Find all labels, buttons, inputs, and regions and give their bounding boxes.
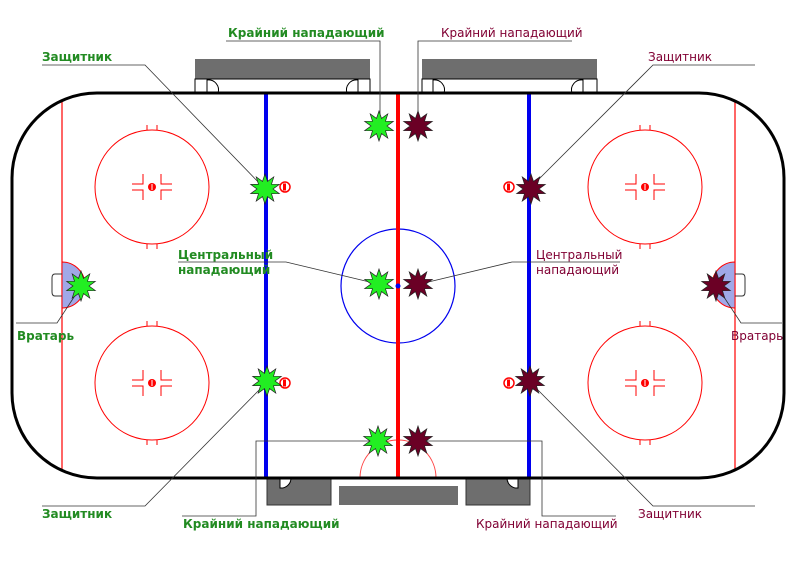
label-home-defender-top: Защитник	[42, 50, 112, 64]
leader-home-defender-bottom	[42, 382, 267, 507]
neutral-zone-faceoff-dot	[279, 377, 291, 389]
label-away-center-1: Центральный	[536, 248, 622, 262]
label-home-wing-top: Крайний нападающий	[228, 26, 385, 40]
neutral-zone-faceoff-dot	[503, 181, 515, 193]
player-away-center	[402, 267, 434, 301]
player-away-goalie	[700, 269, 732, 303]
neutral-zone-faceoff-dot	[503, 377, 515, 389]
faceoff-circle	[587, 125, 703, 249]
neutral-zone-faceoff-dot	[279, 181, 291, 193]
leader-away-defender-top	[530, 64, 755, 188]
bottom-bench-left	[266, 477, 332, 506]
leader-lines	[16, 40, 782, 517]
label-home-center-1: Центральный	[178, 248, 273, 262]
leader-home-defender-top	[42, 64, 264, 188]
player-home-defender-top	[249, 172, 281, 206]
leader-away-wing-top	[417, 40, 572, 124]
center-faceoff-dot	[395, 283, 401, 289]
label-away-defender-bottom: Защитник	[638, 507, 702, 521]
leader-home-center	[178, 261, 379, 285]
faceoff-circle	[94, 125, 210, 249]
label-home-wing-bottom: Крайний нападающий	[183, 517, 340, 531]
player-away-defender-bottom	[514, 364, 546, 398]
label-away-center-2: нападающий	[536, 263, 619, 277]
player-home-goalie	[65, 269, 97, 303]
leader-away-wing-bottom	[418, 440, 616, 517]
player-home-wing-top	[363, 109, 395, 143]
leader-home-goalie	[16, 287, 81, 324]
leader-home-wing-bottom	[182, 440, 378, 517]
player-away-wing-top	[402, 109, 434, 143]
player-away-wing-bottom	[402, 424, 434, 458]
leader-away-goalie	[717, 287, 782, 324]
leader-home-wing-top	[226, 40, 381, 124]
goal-net-right	[735, 273, 746, 297]
player-home-defender-bottom	[251, 364, 283, 398]
label-home-defender-bottom: Защитник	[42, 507, 112, 521]
top-bench-left	[194, 59, 371, 94]
faceoff-circle	[94, 321, 210, 445]
label-away-goalie: Вратарь	[731, 329, 783, 343]
leader-away-center	[419, 261, 620, 285]
penalty-box	[339, 486, 458, 505]
rink-boards	[10, 91, 786, 480]
bottom-bench-right	[465, 477, 531, 506]
player-home-center	[363, 267, 395, 301]
label-home-goalie: Вратарь	[17, 329, 74, 343]
label-away-wing-bottom: Крайний нападающий	[476, 517, 618, 531]
label-home-center-2: нападающий	[178, 263, 270, 277]
goal-net-left	[51, 273, 62, 297]
faceoff-circle	[587, 321, 703, 445]
top-bench-right	[421, 59, 598, 94]
player-away-defender-top	[515, 172, 547, 206]
leader-away-defender-bottom	[530, 382, 755, 507]
player-home-wing-bottom	[362, 424, 394, 458]
label-away-defender-top: Защитник	[648, 50, 712, 64]
label-away-wing-top: Крайний нападающий	[441, 26, 583, 40]
